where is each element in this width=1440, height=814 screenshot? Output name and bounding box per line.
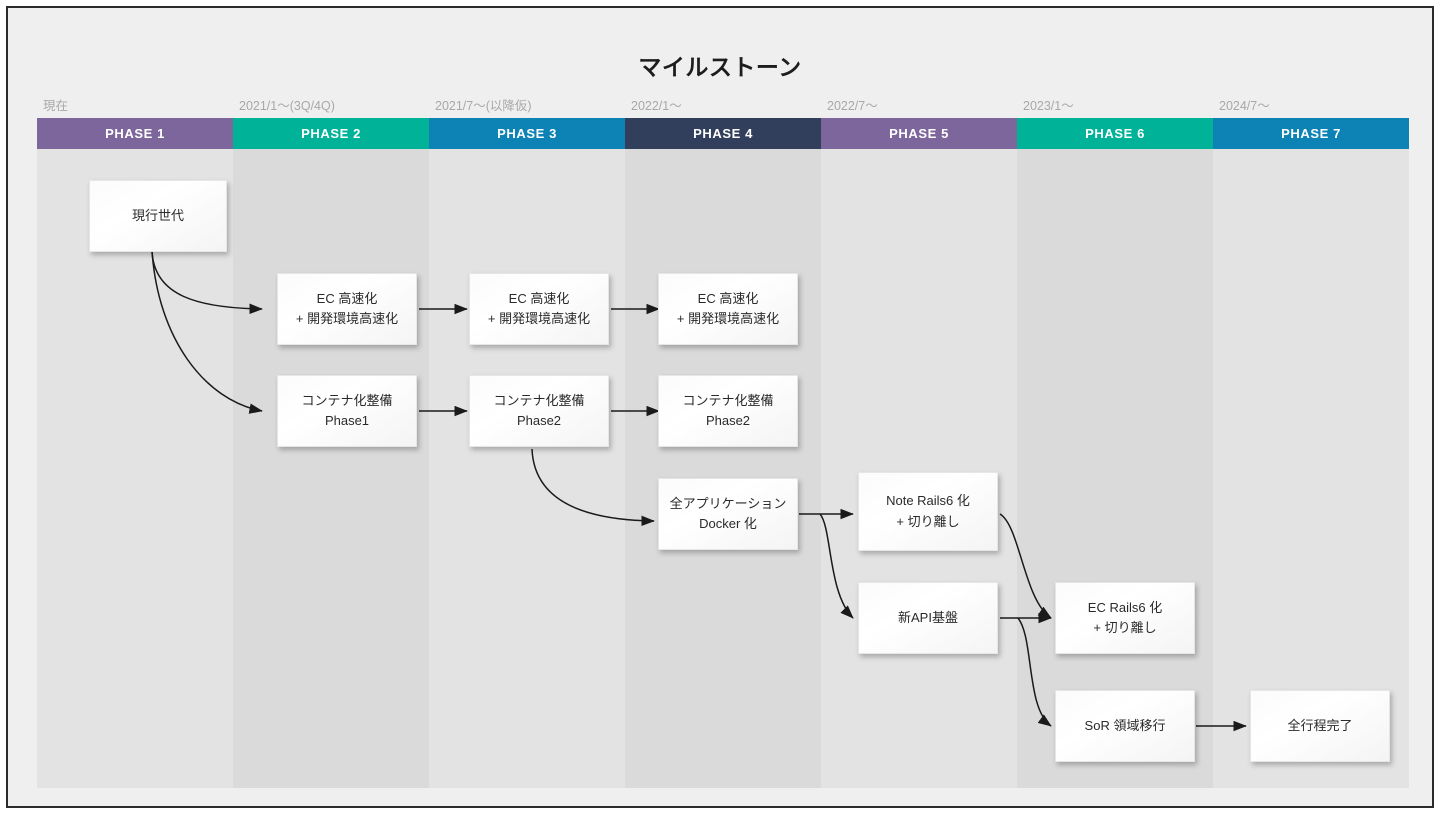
card-line: 全アプリケーション [669, 495, 787, 511]
column-date-label: 2022/1〜 [631, 99, 682, 113]
card-line: + 開発環境高速化 [295, 311, 399, 326]
card-ec-speedup-p4[interactable]: EC 高速化 + 開発環境高速化 [658, 273, 798, 345]
card-containerize-p2[interactable]: コンテナ化整備 Phase2 [469, 375, 609, 447]
card-ec-speedup-p2[interactable]: EC 高速化 + 開発環境高速化 [277, 273, 417, 345]
card-line: Note Rails6 化 [886, 493, 970, 509]
phase-header-6[interactable]: PHASE 6 [1017, 118, 1213, 149]
phase-header-2[interactable]: PHASE 2 [233, 118, 429, 149]
phase-header-1[interactable]: PHASE 1 [37, 118, 233, 149]
timeline-column-4: 2022/1〜 PHASE 4 [625, 96, 821, 788]
card-line: EC Rails6 化 [1087, 599, 1163, 615]
column-date-label: 2024/7〜 [1219, 99, 1270, 113]
card-new-api-platform[interactable]: 新API基盤 [858, 582, 998, 654]
column-date-label: 2021/1〜(3Q/4Q) [239, 99, 335, 113]
phase-header-3[interactable]: PHASE 3 [429, 118, 625, 149]
card-line: 全行程完了 [1287, 717, 1353, 733]
card-note-rails6[interactable]: Note Rails6 化 + 切り離し [858, 472, 998, 551]
column-date-label: 現在 [43, 99, 69, 113]
card-line: Docker 化 [699, 516, 757, 531]
card-line: Phase2 [705, 413, 751, 428]
card-line: EC 高速化 [697, 290, 759, 306]
card-line: Phase1 [324, 413, 370, 428]
card-line: + 切り離し [896, 513, 960, 529]
card-line: + 開発環境高速化 [487, 311, 591, 326]
phase-header-4[interactable]: PHASE 4 [625, 118, 821, 149]
card-line: EC 高速化 [508, 290, 570, 306]
column-background [821, 130, 1017, 788]
card-ec-speedup-p3[interactable]: EC 高速化 + 開発環境高速化 [469, 273, 609, 345]
card-line: 現行世代 [131, 207, 184, 223]
card-sor-migration[interactable]: SoR 領域移行 [1055, 690, 1195, 762]
card-layer: 現行世代 EC 高速化 + 開発環境高速化 EC 高速化 + 開発環境高速化 E… [8, 8, 1432, 806]
card-all-complete[interactable]: 全行程完了 [1250, 690, 1390, 762]
card-current-generation[interactable]: 現行世代 [89, 180, 227, 252]
card-line: EC 高速化 [316, 290, 378, 306]
card-containerize-p2b[interactable]: コンテナ化整備 Phase2 [658, 375, 798, 447]
timeline-column-2: 2021/1〜(3Q/4Q) PHASE 2 [233, 96, 429, 788]
diagram-frame: マイルストーン 現在 PHASE 1 2021/1〜(3Q/4Q) PHASE … [6, 6, 1434, 808]
page-title: マイルストーン [638, 54, 802, 80]
column-background [1213, 130, 1409, 788]
card-line: コンテナ化整備 [682, 392, 774, 408]
timeline-column-7: 2024/7〜 PHASE 7 [1213, 96, 1409, 788]
column-background [233, 130, 429, 788]
card-ec-rails6[interactable]: EC Rails6 化 + 切り離し [1055, 582, 1195, 654]
column-date-label: 2022/7〜 [827, 99, 878, 113]
card-line: + 切り離し [1093, 620, 1157, 635]
column-date-label: 2021/7〜(以降仮) [435, 99, 532, 113]
card-line: + 開発環境高速化 [676, 311, 780, 326]
card-line: コンテナ化整備 [493, 392, 585, 408]
card-line: SoR 領域移行 [1084, 717, 1166, 733]
column-date-label: 2023/1〜 [1023, 99, 1074, 113]
timeline-column-5: 2022/7〜 PHASE 5 [821, 96, 1017, 788]
card-line: 新API基盤 [898, 609, 958, 625]
phase-header-5[interactable]: PHASE 5 [821, 118, 1017, 149]
card-line: コンテナ化整備 [301, 392, 393, 408]
card-containerize-p1[interactable]: コンテナ化整備 Phase1 [277, 375, 417, 447]
phase-header-7[interactable]: PHASE 7 [1213, 118, 1409, 149]
column-background [625, 130, 821, 788]
card-all-apps-docker[interactable]: 全アプリケーション Docker 化 [658, 478, 798, 550]
card-line: Phase2 [516, 413, 562, 428]
